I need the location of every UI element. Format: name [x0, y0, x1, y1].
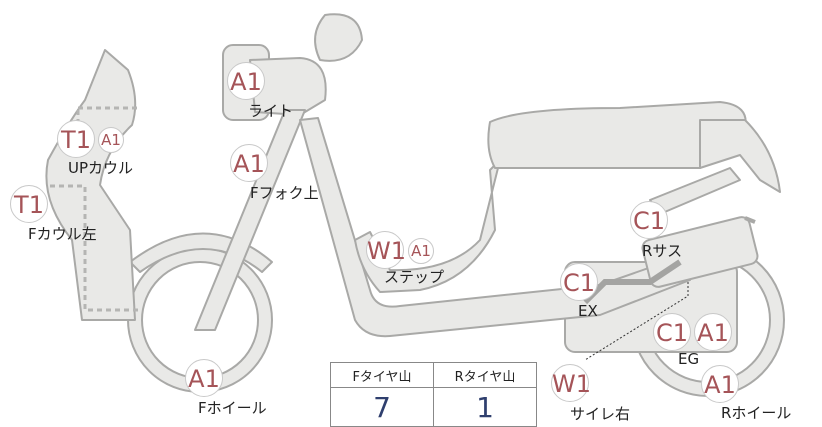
body-shape — [354, 159, 501, 293]
code-badge: C1 — [630, 201, 668, 239]
part-label-light: ライト — [248, 102, 294, 120]
part-label-exhaust: EX — [578, 302, 598, 320]
part-label-rear-suspension: Rサス — [642, 242, 683, 260]
tire-tread-table: Fタイヤ山 Rタイヤ山 7 1 — [330, 362, 537, 427]
part-label-front-wheel: Fホイール — [198, 399, 267, 417]
part-label-muffler-right: サイレ右 — [570, 405, 631, 423]
code-badge: W1 — [366, 231, 406, 269]
code-badge: A1 — [701, 365, 739, 403]
front-fork-shape — [194, 109, 306, 331]
code-badge: C1 — [560, 263, 598, 301]
seat-shape — [487, 101, 747, 169]
code-badge: A1 — [694, 313, 732, 351]
part-label-front-fork: Fフォク上 — [250, 184, 319, 202]
table-header-rear-tire: Rタイヤ山 — [433, 362, 537, 388]
part-label-engine: EG — [678, 350, 700, 368]
part-label-rear-wheel: Rホイール — [721, 404, 792, 422]
mirror-shape — [314, 13, 363, 62]
table-value-front-tire: 7 — [330, 387, 434, 427]
code-badge: C1 — [653, 313, 691, 351]
code-badge: T1 — [57, 120, 95, 158]
code-badge-small: A1 — [408, 238, 434, 264]
tail-shape — [699, 119, 781, 193]
code-badge: A1 — [230, 144, 268, 182]
part-label-up-cowl: UPカウル — [68, 159, 134, 177]
code-badge: T1 — [10, 185, 48, 223]
part-label-front-cowl-left: Fカウル左 — [28, 225, 97, 243]
code-badge: W1 — [551, 364, 591, 402]
code-badge-small: A1 — [98, 127, 124, 153]
part-label-step: ステップ — [384, 268, 445, 286]
code-badge: A1 — [185, 359, 223, 397]
table-header-front-tire: Fタイヤ山 — [330, 362, 434, 388]
table-value-rear-tire: 1 — [433, 387, 537, 427]
code-badge: A1 — [227, 62, 265, 100]
